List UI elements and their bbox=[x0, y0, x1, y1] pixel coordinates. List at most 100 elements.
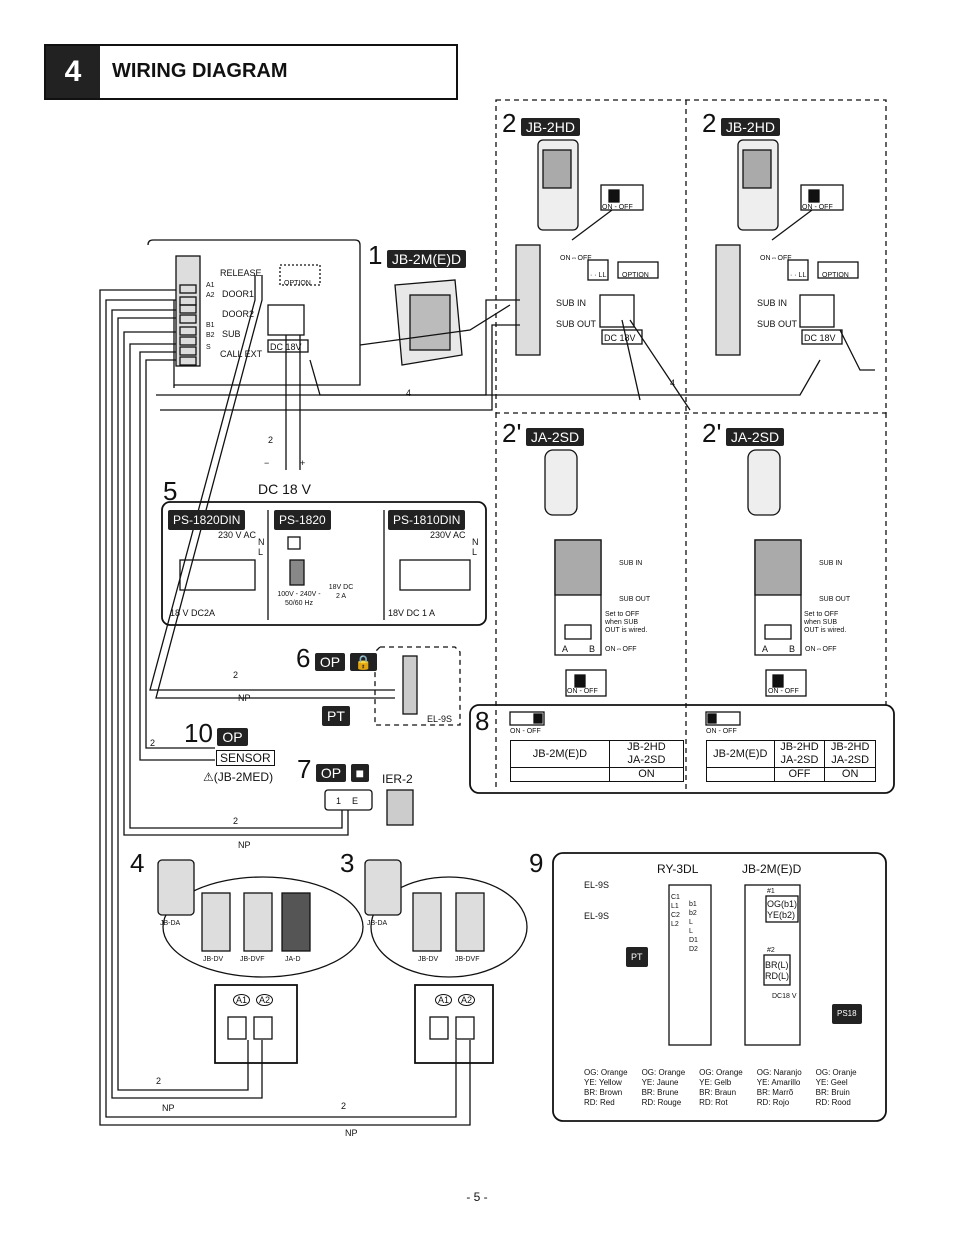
sub-unit-a-number: 2 bbox=[502, 108, 517, 138]
sub-a-onoff: ON⇔OFF bbox=[560, 255, 592, 262]
legend-col-en: OG: Orange YE: Yellow BR: Brown RD: Red bbox=[584, 1068, 628, 1108]
ds3-a2: A2 bbox=[458, 994, 476, 1006]
call-ext-label: CALL EXT bbox=[220, 349, 263, 359]
relay-rd: RD(L) bbox=[765, 971, 789, 981]
ier-section-number: 7 bbox=[297, 754, 312, 784]
ds4-a1: A1 bbox=[233, 994, 251, 1006]
ja-b-note: Set to OFF when SUB OUT is wired. bbox=[804, 611, 847, 634]
relay-master-model: JB-2M(E)D bbox=[742, 862, 802, 876]
ds4-d: JA-D bbox=[285, 956, 301, 963]
sub-b-sub-in: SUB IN bbox=[757, 298, 788, 308]
ds4-c: JB-DVF bbox=[240, 956, 265, 963]
legend-col-nl: OG: Oranje YE: Geel BR: Bruin RD: Rood bbox=[816, 1068, 857, 1108]
ps1810din-ac: 230V AC bbox=[430, 530, 466, 540]
relay-left-terminals: C1 L1 C2 L2 bbox=[671, 893, 680, 929]
page-number: - 5 - bbox=[466, 1190, 488, 1204]
power-minus: − bbox=[264, 458, 270, 468]
setting-right-v2: OFF bbox=[773, 767, 826, 782]
sensor-section-label: 10 OP bbox=[184, 718, 248, 749]
sub-a-switch-label: ON - OFF bbox=[602, 204, 633, 211]
ds3-b: JB-DV bbox=[418, 956, 439, 963]
master-unit-label: 1 JB-2M(E)D bbox=[368, 240, 467, 271]
sub-b-option: OPTION bbox=[822, 272, 849, 279]
sub-unit-b-number: 2 bbox=[702, 108, 717, 138]
ps1820din-label: PS-1820DIN bbox=[168, 510, 246, 530]
release-label: RELEASE bbox=[220, 268, 262, 278]
setting-section-number: 8 bbox=[475, 706, 490, 736]
sub-unit-a-label: 2 JB-2HD bbox=[502, 108, 580, 139]
relay-term-l-b: L bbox=[689, 928, 693, 935]
sensor-wire-count: 2 bbox=[150, 738, 156, 748]
door4-wire-np: NP bbox=[162, 1103, 175, 1113]
lock-op-tag: OP bbox=[314, 653, 346, 671]
sub-unit-b-label: 2 JB-2HD bbox=[702, 108, 780, 139]
relay-term-b2: b2 bbox=[689, 910, 697, 917]
master-option-label: OPTION bbox=[284, 280, 311, 287]
wire-count-sub: 4 bbox=[670, 378, 676, 388]
ja-a-note: Set to OFF when SUB OUT is wired. bbox=[605, 611, 648, 634]
relay-section-number: 9 bbox=[529, 848, 544, 878]
door-3-section-number: 3 bbox=[340, 848, 355, 878]
section-header: 4 WIRING DIAGRAM bbox=[44, 44, 458, 100]
ja-unit-b-label: 2' JA-2SD bbox=[702, 418, 785, 449]
legend-item: RD: Rood bbox=[815, 1098, 851, 1107]
sub-label: SUB bbox=[222, 329, 241, 339]
ps1810din-label: PS-1810DIN bbox=[388, 510, 466, 530]
legend-col-es: OG: Naranjo YE: Amarillo BR: Marrõ RD: R… bbox=[757, 1068, 802, 1108]
sub-b-dc18v: DC 18V bbox=[804, 333, 836, 343]
ps1820-label: PS-1820 bbox=[274, 510, 331, 530]
section-title: WIRING DIAGRAM bbox=[112, 60, 288, 82]
pt-label: PT bbox=[322, 706, 350, 726]
legend-item: YE: Yellow bbox=[584, 1078, 622, 1087]
ds3-c: JB-DVF bbox=[455, 956, 480, 963]
speaker-icon: ■ bbox=[350, 764, 370, 782]
door2-label: DOOR2 bbox=[222, 309, 255, 319]
ja-b-sub-in: SUB IN bbox=[819, 560, 843, 567]
power-plus: + bbox=[300, 458, 306, 468]
lock-icon: 🔒 bbox=[349, 653, 378, 671]
lock-wire-count: 2 bbox=[233, 670, 239, 680]
ds3-a: JB-DA bbox=[367, 920, 388, 927]
ds4-a: JB-DA bbox=[160, 920, 181, 927]
setting-left-v1 bbox=[510, 767, 610, 782]
ds4-a2: A2 bbox=[256, 994, 274, 1006]
relay-term-l1: L1 bbox=[671, 903, 679, 910]
legend-col-de: OG: Orange YE: Gelb BR: Braun RD: Rot bbox=[699, 1068, 743, 1108]
relay-group2: #2 bbox=[767, 947, 775, 954]
ja-b-onoff: ON⇔OFF bbox=[805, 646, 837, 653]
ja-b-a: A bbox=[762, 644, 769, 654]
sub-b-ll: · · LL bbox=[790, 272, 807, 279]
ja-b-switch-label: ON - OFF bbox=[768, 688, 799, 695]
legend-item: YE: Geel bbox=[815, 1078, 848, 1087]
a2-label: A2 bbox=[206, 292, 215, 299]
ier-model: IER-2 bbox=[382, 772, 413, 786]
ja-b-sub-out: SUB OUT bbox=[819, 596, 851, 603]
legend-item: YE: Jaune bbox=[641, 1078, 679, 1087]
legend-item: OG: Orange bbox=[584, 1068, 628, 1077]
legend-item: RD: Rojo bbox=[756, 1098, 790, 1107]
relay-pt: PT bbox=[626, 947, 648, 967]
sub-unit-b-model: JB-2HD bbox=[720, 118, 780, 136]
ja-unit-a-number: 2' bbox=[502, 418, 522, 448]
legend-col-fr: OG: Orange YE: Jaune BR: Brune RD: Rouge bbox=[642, 1068, 686, 1108]
legend-item: BR: Bruin bbox=[815, 1088, 850, 1097]
lock-wire-np: NP bbox=[238, 693, 251, 703]
sub-unit-a-model: JB-2HD bbox=[520, 118, 580, 136]
ps1810din-out: 18V DC 1 A bbox=[388, 608, 436, 618]
setting-right-h2: JB-2HD JA-2SD bbox=[773, 740, 826, 768]
setting-left-switch: ON - OFF bbox=[510, 728, 541, 735]
color-legend: OG: Orange YE: Yellow BR: Brown RD: Red … bbox=[584, 1068, 857, 1108]
legend-item: OG: Orange bbox=[641, 1068, 686, 1077]
setting-right-v1 bbox=[706, 767, 775, 782]
door4-wire-count: 2 bbox=[156, 1076, 162, 1086]
relay-term-c2: C2 bbox=[671, 912, 680, 919]
relay-el2: EL-9S bbox=[584, 911, 610, 921]
ps1820-input: 100V - 240V - 50/60 Hz bbox=[277, 591, 321, 607]
relay-term-c1: C1 bbox=[671, 894, 680, 901]
sensor-note-text: (JB-2MED) bbox=[213, 770, 274, 784]
wire-count-power: 2 bbox=[268, 435, 274, 445]
relay-term-d1: D1 bbox=[689, 937, 698, 944]
ier-wire-np: NP bbox=[238, 840, 251, 850]
